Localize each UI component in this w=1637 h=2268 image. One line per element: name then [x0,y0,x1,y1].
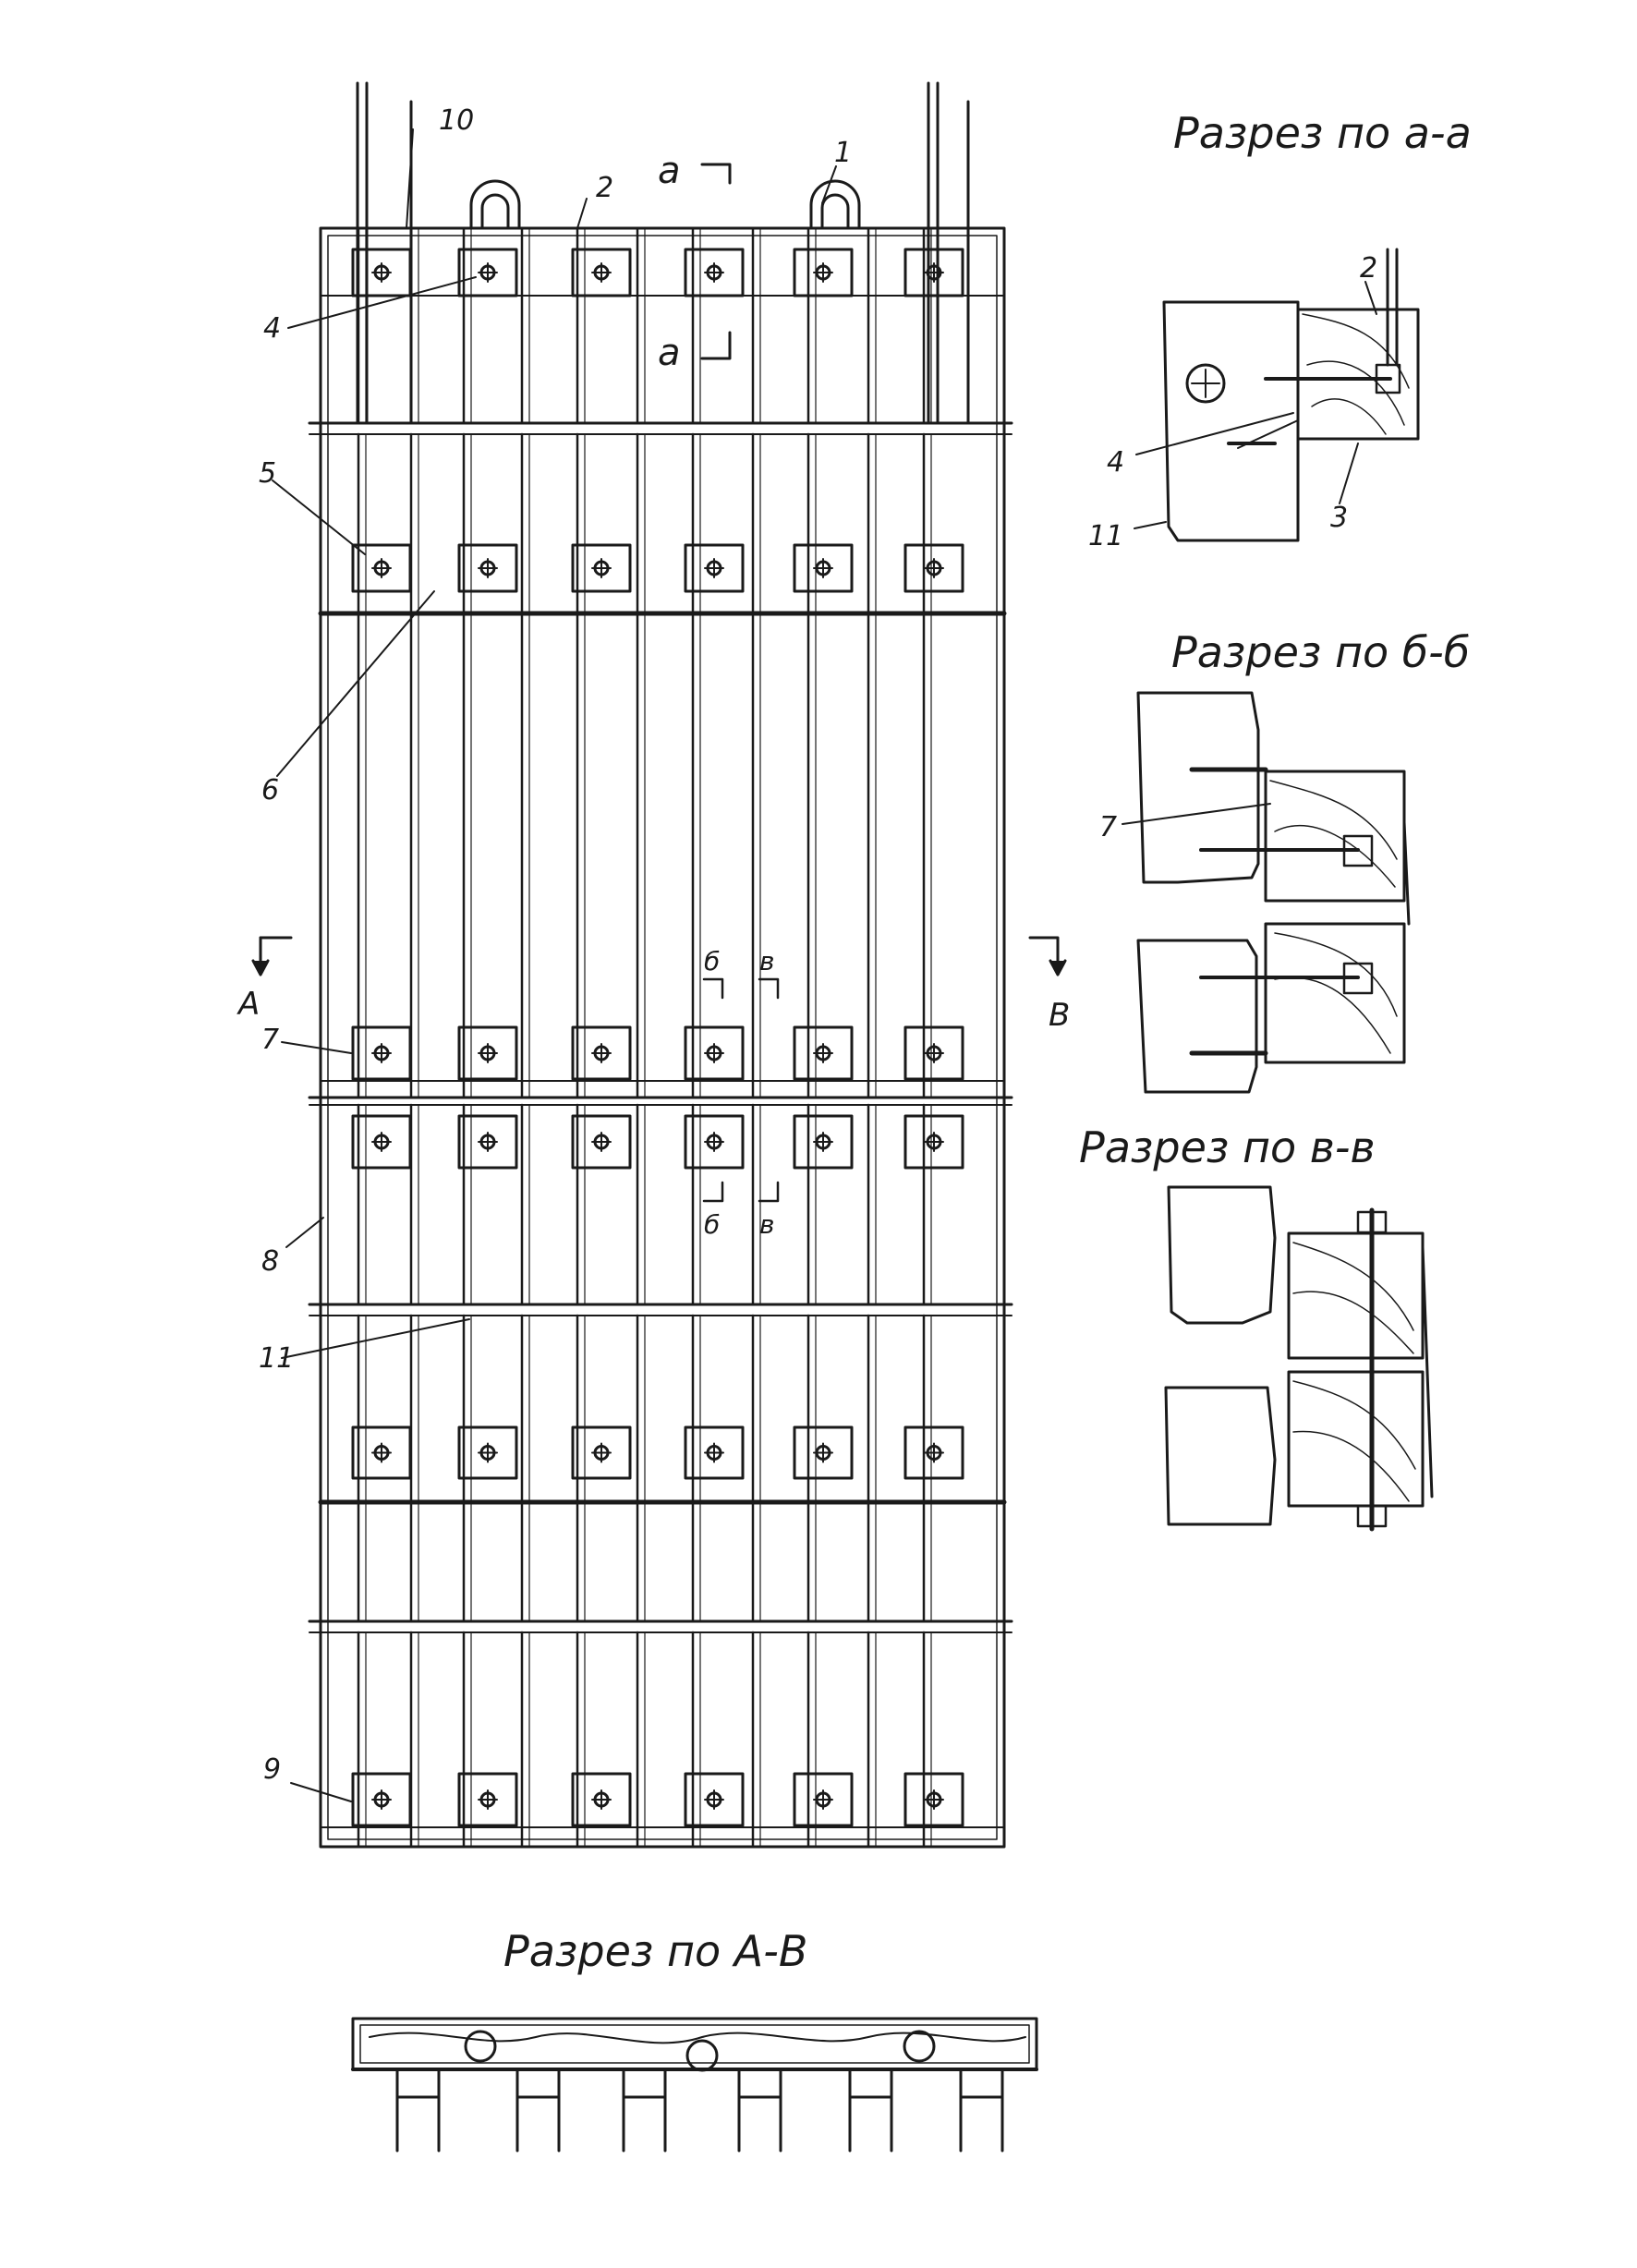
clamp-plate [903,1114,964,1170]
lifting-loop-left [469,179,521,230]
clamp-plate [457,1114,518,1170]
section-AV-legs [395,2068,1004,2153]
clamp-plate [571,1425,632,1480]
section-mark-A: А [236,986,260,1023]
clamp-plate [571,1114,632,1170]
clamp-plate [351,1025,412,1081]
section-AV-detail [351,2017,1038,2072]
clamp-plate [903,1025,964,1081]
section-aa-title: Разрез по a-a [1173,108,1472,158]
section-aa-detail [1134,248,1420,542]
clamp-plate [457,248,518,297]
clamp-plate [571,248,632,297]
section-mark-V: В [1049,997,1070,1034]
clamp-plate [684,1025,745,1081]
callout-6: 6 [261,774,279,807]
clamp-plate [793,1025,854,1081]
section-mark-a-bottom: a [658,332,681,374]
clamp-plate [684,248,745,297]
section-mark-b-top: б [704,946,720,976]
clamp-plate [793,1114,854,1170]
section-leg [395,2068,441,2153]
callout-2: 2 [596,172,613,204]
clamp-plate [903,248,964,297]
clamp-plate [903,543,964,593]
clamp-plate [457,1425,518,1480]
clamp-plate [903,1772,964,1827]
callout-1: 1 [834,137,852,169]
callout-11: 11 [259,1342,294,1375]
clamp-plate [793,543,854,593]
section-mark-a-top: a [658,150,681,192]
leader-lines [272,128,837,1802]
clamp-plate [351,1772,412,1827]
callout-5: 5 [259,457,276,490]
clamp-plate [457,1772,518,1827]
clamp-plate [351,1114,412,1170]
section-AV-title: Разрез по А-В [503,1926,807,1976]
vertical-boards [357,226,932,1849]
callout-10: 10 [439,104,474,137]
clamp-plate [457,543,518,593]
main-elevation [308,226,1013,1849]
clamp-plate [351,543,412,593]
callout-9: 9 [263,1753,281,1786]
section-vv-title: Разрез по в-в [1079,1122,1376,1172]
section-mark-a [700,163,732,360]
section-aa-callout-4: 4 [1107,446,1124,479]
section-leg [515,2068,561,2153]
section-aa-callout-2: 2 [1360,252,1377,285]
callout-7: 7 [261,1024,279,1056]
clamp-plate [684,1772,745,1827]
clamp-plate [571,543,632,593]
clamp-plate [793,248,854,297]
section-mark-bv [702,977,780,1203]
clamp-plate [684,1114,745,1170]
clamp-plate [571,1772,632,1827]
section-aa-callout-3: 3 [1330,502,1348,534]
lifting-loop-right [809,179,861,230]
clamp-plate [684,543,745,593]
section-leg [959,2068,1004,2153]
callout-8: 8 [261,1245,279,1278]
clamp-plate [351,1425,412,1480]
clamp-plate [793,1772,854,1827]
section-leg [737,2068,782,2153]
clamp-plate [903,1425,964,1480]
section-mark-b-bottom: б [704,1209,720,1240]
section-bb-detail [1122,691,1411,1094]
clamp-plate [457,1025,518,1081]
clamp-plate [684,1425,745,1480]
section-leg [848,2068,893,2153]
section-bb-title: Разрез по б-б [1171,627,1470,677]
section-mark-AB [251,936,1067,976]
section-leg [622,2068,667,2153]
section-bb-callout-7: 7 [1099,811,1117,843]
section-mark-v-top: в [759,946,775,976]
clamp-plate [793,1425,854,1480]
callout-4: 4 [263,312,281,345]
clamp-plates [351,248,964,1827]
clamp-plate [571,1025,632,1081]
section-vv-detail [1164,1185,1434,1532]
section-aa-callout-11: 11 [1088,520,1123,552]
section-mark-v-bottom: в [759,1209,775,1240]
